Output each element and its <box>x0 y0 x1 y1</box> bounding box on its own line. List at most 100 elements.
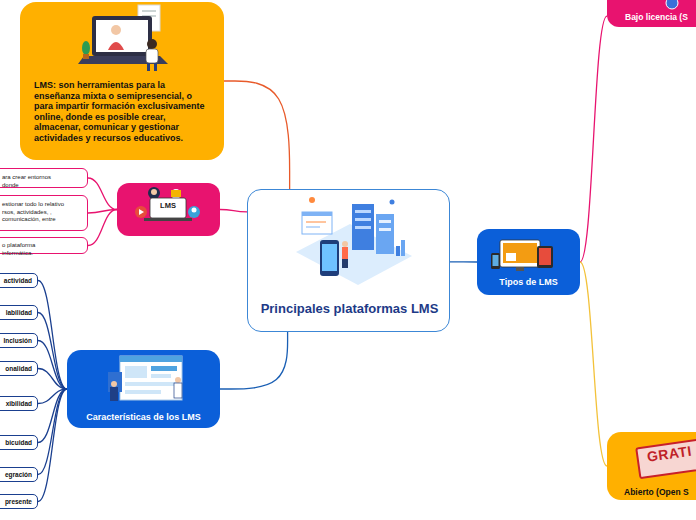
feature-box: xibilidad <box>0 396 38 411</box>
node-text: Abierto (Open S <box>624 487 689 497</box>
devices-icon <box>491 240 553 271</box>
chart-bar <box>401 240 405 256</box>
server-slot <box>379 220 391 223</box>
server-slot <box>379 228 391 231</box>
monitor <box>500 240 540 267</box>
node-text: LMS: son herramientas para la enseñanza … <box>34 80 210 143</box>
laptop-illustration <box>78 5 168 71</box>
phone <box>491 253 500 269</box>
monitor-stand <box>516 267 524 271</box>
feature-box: labilidad <box>0 305 38 320</box>
person-head <box>342 241 348 247</box>
tablet-screen <box>539 248 551 265</box>
avatar-face <box>151 189 157 195</box>
board-line <box>142 11 156 12</box>
avatar <box>171 189 181 199</box>
plant <box>82 41 90 55</box>
phone-screen <box>322 244 337 271</box>
laptop-frame <box>92 16 152 56</box>
monitor-screen <box>503 243 537 263</box>
topic-box: Características de los LMS <box>67 350 220 428</box>
node-text: Tipos de LMS <box>477 277 580 288</box>
node-text: labilidad <box>0 309 32 317</box>
free-stamp <box>636 438 696 478</box>
student-body <box>146 49 158 63</box>
node-text: onalidad <box>0 365 32 373</box>
server-rack <box>376 214 394 254</box>
content-block <box>151 366 177 371</box>
window-line <box>306 222 326 223</box>
browser-bar <box>120 356 182 362</box>
chart-bar <box>396 246 400 256</box>
branch-connector <box>38 389 67 502</box>
feature-box: presente <box>0 494 38 509</box>
branch-connector <box>224 81 290 189</box>
branch-connector <box>38 313 67 390</box>
board-line <box>142 16 156 17</box>
laptop-screen <box>96 20 148 52</box>
person-body <box>342 247 348 259</box>
tablet <box>537 246 553 268</box>
person-head <box>111 381 117 387</box>
datacenter-illustration <box>296 197 412 285</box>
central-topic: Principales plataformas LMS <box>247 189 450 332</box>
node-text: Bajo licencia (S <box>625 12 688 22</box>
phone-screen <box>493 255 499 266</box>
feature-box: actividad <box>0 273 38 288</box>
avatar <box>188 206 200 218</box>
content-block <box>151 374 171 378</box>
student-head <box>147 39 157 49</box>
branch-connector <box>38 281 67 390</box>
branch-connector <box>38 369 67 390</box>
dot <box>309 197 315 203</box>
dot <box>390 200 395 205</box>
node-text: estionar todo lo relativo rsos, activida… <box>2 201 68 224</box>
subtopic-box: Abierto (Open S <box>607 432 696 500</box>
teacher-head <box>111 25 121 35</box>
content-block <box>125 390 161 394</box>
play-icon <box>135 206 147 218</box>
node-text: xibilidad <box>0 400 32 408</box>
branch-connector <box>580 262 607 466</box>
topic-box: Tipos de LMS <box>477 229 580 295</box>
student-leg <box>147 63 150 71</box>
subtopic-box: estionar todo lo relativo rsos, activida… <box>0 195 88 231</box>
subtopic-box: Bajo licencia (S <box>607 0 696 27</box>
folder-icon <box>171 190 181 197</box>
topic-box: LMS <box>117 183 220 236</box>
avatar <box>148 187 160 199</box>
screen-block <box>506 253 516 261</box>
content-block <box>125 382 177 386</box>
node-text: o plataforma informática. <box>2 242 68 257</box>
subtopic-box: ara crear entornos donde <box>0 168 88 188</box>
content-block <box>125 366 147 378</box>
server-slot <box>355 210 371 213</box>
person-body <box>110 387 118 401</box>
feature-box: egración <box>0 467 38 482</box>
avatar-face <box>192 208 197 213</box>
node-text: Principales plataformas LMS <box>258 301 441 316</box>
person-head <box>175 377 181 383</box>
node-text: actividad <box>0 277 32 285</box>
browser-window <box>120 356 182 400</box>
node-text: Características de los LMS <box>67 412 220 423</box>
licence-icon <box>666 0 678 9</box>
node-text: LMS <box>150 201 186 210</box>
play-triangle <box>139 209 144 215</box>
branch-connector <box>220 332 288 389</box>
definition-box: LMS: son herramientas para la enseñanza … <box>20 2 224 160</box>
stamp-text: GRATI <box>646 443 693 465</box>
branch-connector <box>38 341 67 390</box>
node-text: presente <box>0 498 32 506</box>
side-panel <box>108 372 122 392</box>
node-text: egración <box>0 471 32 479</box>
feature-box: bicuidad <box>0 435 38 450</box>
window-panel <box>302 212 332 234</box>
branch-connector <box>450 261 477 262</box>
plant-pot <box>83 54 89 59</box>
laptop-base <box>78 56 168 64</box>
person-body <box>174 383 182 398</box>
laptop-screen <box>150 198 186 218</box>
